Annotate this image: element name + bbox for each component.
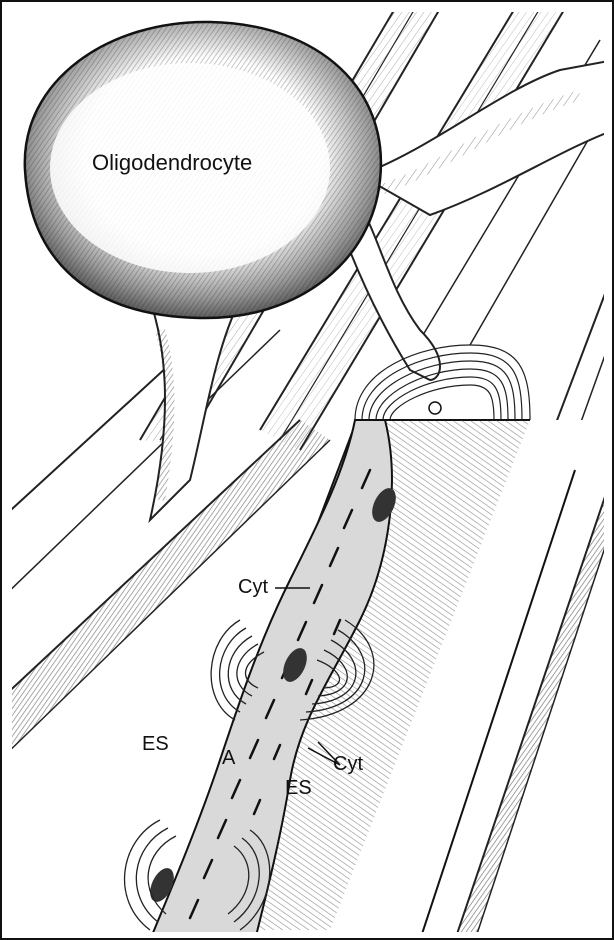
oligodendrocyte-label: Oligodendrocyte	[92, 152, 252, 174]
cyt-label-upper: Cyt	[238, 577, 268, 597]
outer-loop-cytoplasm	[429, 402, 441, 414]
axon-label: A	[222, 748, 235, 768]
cyt-label-lower: Cyt	[333, 754, 363, 774]
es-label-left: ES	[142, 734, 169, 754]
es-label-right: ES	[285, 778, 312, 798]
